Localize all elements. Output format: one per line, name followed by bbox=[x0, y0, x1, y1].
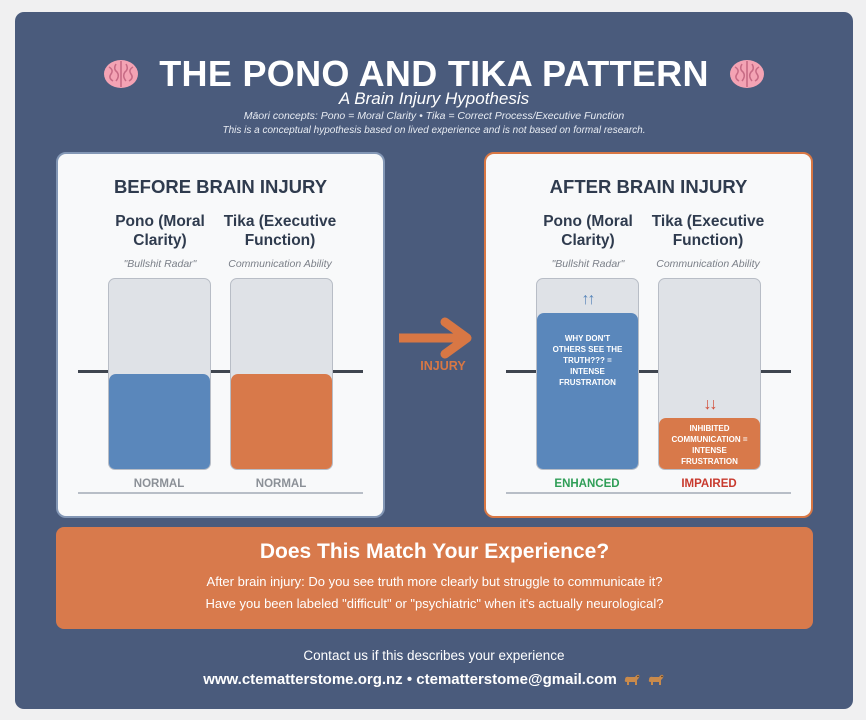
after-pono-note: WHY DON'T OTHERS SEE THE TRUTH??? = INTE… bbox=[552, 334, 623, 388]
dog-icon bbox=[623, 672, 641, 688]
baseline bbox=[506, 492, 791, 494]
cta-line-1: After brain injury: Do you see truth mor… bbox=[206, 574, 663, 589]
before-panel: BEFORE BRAIN INJURY Pono (Moral Clarity)… bbox=[56, 152, 385, 518]
after-pono-bar: WHY DON'T OTHERS SEE THE TRUTH??? = INTE… bbox=[536, 278, 639, 470]
after-tika-note: INHIBITED COMMUNICATION = INTENSE FRUSTR… bbox=[671, 423, 748, 466]
cta-box: Does This Match Your Experience? After b… bbox=[56, 527, 813, 629]
contact-text: Contact us if this describes your experi… bbox=[303, 648, 565, 663]
cta-line-2: Have you been labeled "difficult" or "ps… bbox=[205, 596, 664, 611]
injury-label: INJURY bbox=[420, 359, 466, 373]
before-tika-title: Tika (Executive Function) bbox=[223, 213, 337, 249]
normal-level-line bbox=[78, 370, 363, 373]
down-arrows-icon: ↓↓ bbox=[703, 396, 718, 413]
up-arrows-icon: ↑↑ bbox=[581, 291, 596, 308]
before-tika-fill bbox=[231, 374, 332, 469]
subtitle: A Brain Injury Hypothesis bbox=[338, 89, 530, 108]
contact-links-text[interactable]: www.ctematterstome.org.nz • ctemattersto… bbox=[203, 671, 617, 688]
after-tika-title: Tika (Executive Function) bbox=[651, 213, 765, 249]
after-pono-fill: WHY DON'T OTHERS SEE THE TRUTH??? = INTE… bbox=[537, 313, 638, 469]
after-pono-subtitle: "Bullshit Radar" bbox=[551, 258, 625, 270]
title-row: THE PONO AND TIKA PATTERN bbox=[15, 52, 853, 96]
contact-links: www.ctematterstome.org.nz • ctemattersto… bbox=[15, 671, 853, 688]
before-panel-title: BEFORE BRAIN INJURY bbox=[113, 176, 328, 197]
baseline bbox=[78, 492, 363, 494]
before-pono-status: NORMAL bbox=[133, 478, 185, 490]
before-pono-subtitle: "Bullshit Radar" bbox=[123, 258, 197, 270]
after-panel: AFTER BRAIN INJURY Pono (Moral Clarity) … bbox=[484, 152, 813, 518]
dog-icon bbox=[647, 672, 665, 688]
disclaimer: This is a conceptual hypothesis based on… bbox=[222, 125, 646, 136]
normal-level-line bbox=[506, 370, 791, 373]
concepts-line: Māori concepts: Pono = Moral Clarity • T… bbox=[243, 110, 625, 122]
before-pono-bar bbox=[108, 278, 211, 470]
page-title: THE PONO AND TIKA PATTERN bbox=[159, 53, 709, 94]
before-tika-status: NORMAL bbox=[255, 478, 307, 490]
after-pono-title: Pono (Moral Clarity) bbox=[543, 213, 633, 249]
after-tika-fill: INHIBITED COMMUNICATION = INTENSE FRUSTR… bbox=[659, 417, 760, 469]
after-tika-subtitle: Communication Ability bbox=[656, 258, 760, 270]
brain-icon bbox=[103, 59, 139, 89]
before-tika-subtitle: Communication Ability bbox=[228, 258, 332, 270]
injury-arrow-icon bbox=[399, 317, 472, 359]
after-tika-bar: INHIBITED COMMUNICATION = INTENSE FRUSTR… bbox=[658, 278, 761, 470]
cta-title: Does This Match Your Experience? bbox=[259, 540, 610, 563]
after-pono-status: ENHANCED bbox=[554, 478, 620, 490]
before-tika-bar bbox=[230, 278, 333, 470]
before-pono-title: Pono (Moral Clarity) bbox=[115, 213, 205, 249]
poster: THE PONO AND TIKA PATTERN A Brain Injury… bbox=[15, 12, 853, 709]
brain-icon bbox=[729, 59, 765, 89]
after-tika-status: IMPAIRED bbox=[681, 478, 737, 490]
before-pono-fill bbox=[109, 374, 210, 469]
after-panel-title: AFTER BRAIN INJURY bbox=[549, 176, 748, 197]
